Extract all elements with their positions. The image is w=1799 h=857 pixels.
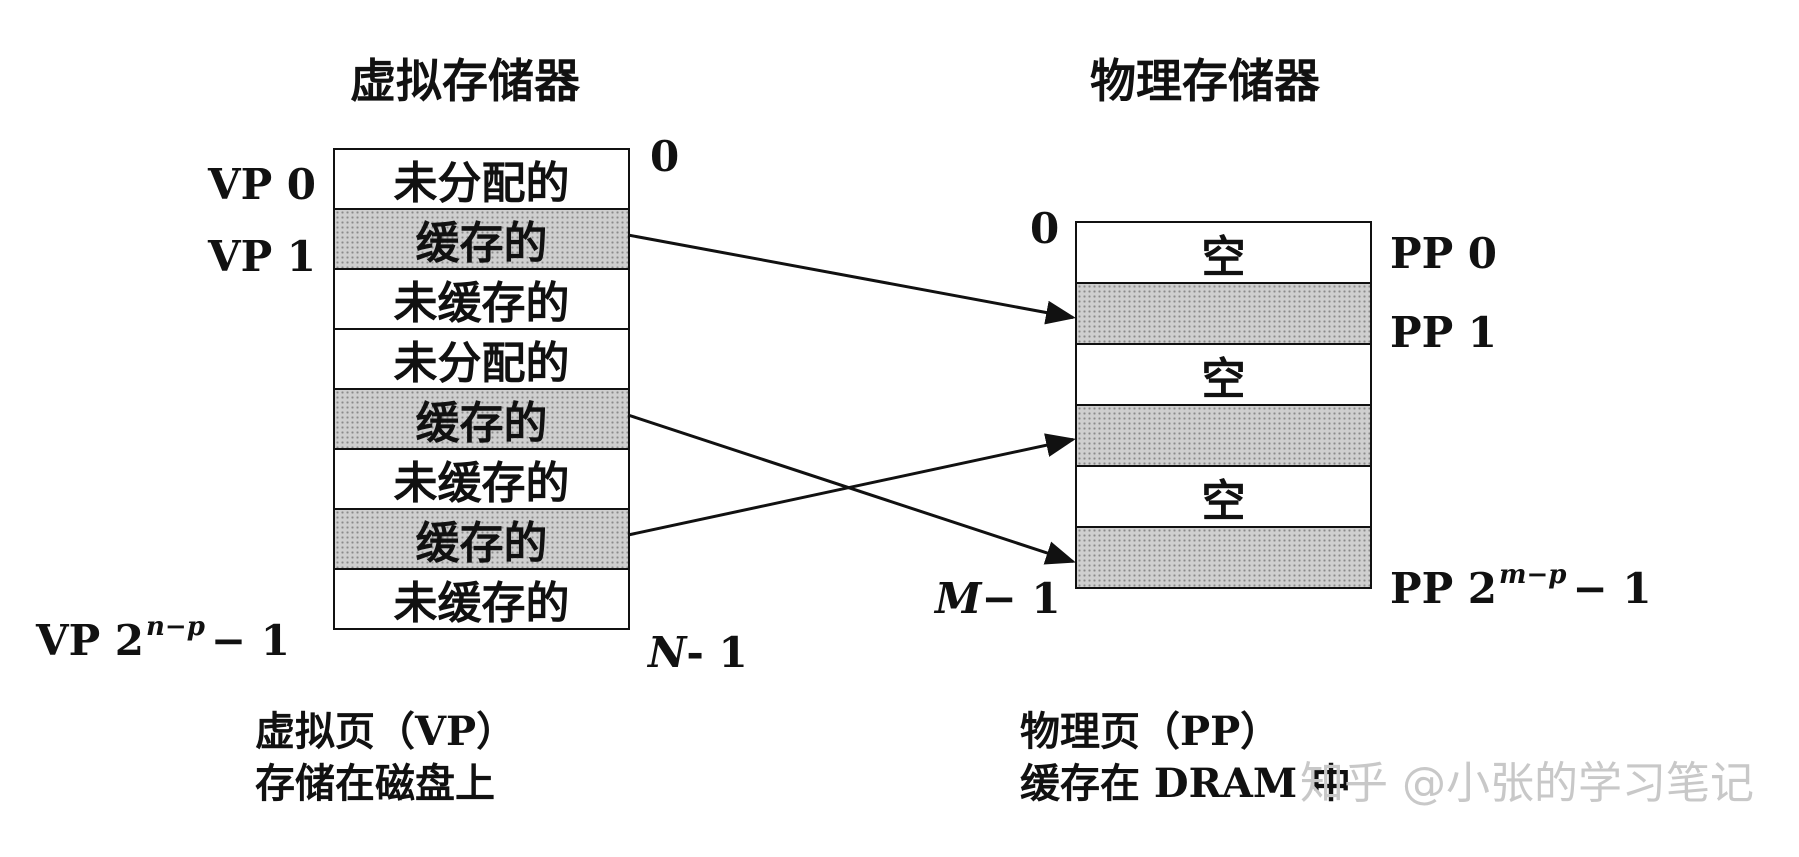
vp-last-base: VP 2	[36, 616, 145, 665]
physical-caption-line1: 物理页（PP）	[1020, 708, 1281, 755]
virtual-bottom-var: N	[648, 628, 687, 677]
physical-caption: 物理页（PP） 缓存在 DRAM 中	[1020, 706, 1351, 810]
vp-block-label: 未缓存的	[393, 578, 570, 629]
pp-block-1	[1075, 282, 1372, 345]
virtual-caption: 虚拟页（VP） 存储在磁盘上	[255, 706, 516, 810]
vp-block-7: 未缓存的	[333, 568, 630, 630]
vp-block-4: 缓存的	[333, 388, 630, 450]
vp-last-label: VP 2n−p− 1	[36, 614, 290, 662]
vp-block-label: 缓存的	[415, 398, 548, 449]
pp-block-3	[1075, 404, 1372, 467]
physical-memory-title: 物理存储器	[1090, 54, 1320, 108]
physical-bottom-rest: − 1	[981, 574, 1061, 623]
pp-block-5	[1075, 526, 1372, 589]
pp-block-0: 空	[1075, 221, 1372, 284]
pp-block-label: 空	[1201, 475, 1246, 527]
vp-block-label: 未缓存的	[393, 278, 570, 329]
virtual-bottom-rest: - 1	[686, 628, 748, 677]
vp-block-label: 缓存的	[415, 518, 548, 569]
vp-block-label: 未分配的	[393, 338, 570, 389]
pp-last-label: PP 2m−p− 1	[1390, 562, 1652, 610]
physical-caption-line2: 缓存在 DRAM 中	[1020, 760, 1352, 807]
vp-block-3: 未分配的	[333, 328, 630, 390]
vp0-label: VP 0	[208, 160, 317, 209]
physical-bottom-address: M− 1	[935, 578, 1061, 620]
vp-block-1: 缓存的	[333, 208, 630, 270]
physical-top-address: 0	[1030, 204, 1060, 253]
vp-last-tail: − 1	[210, 616, 290, 665]
virtual-bottom-address: N- 1	[648, 632, 748, 674]
virtual-caption-line1: 虚拟页（VP）	[255, 708, 517, 755]
mapping-arrow-0	[627, 233, 1076, 325]
pp-last-tail: − 1	[1572, 564, 1652, 613]
vp-block-5: 未缓存的	[333, 448, 630, 510]
watermark: 知乎 @小张的学习笔记	[1300, 758, 1754, 809]
virtual-top-address: 0	[650, 132, 680, 181]
vp-block-6: 缓存的	[333, 508, 630, 570]
mapping-arrow-1	[627, 413, 1076, 565]
pp1-label: PP 1	[1390, 308, 1498, 357]
vp1-label: VP 1	[208, 232, 317, 281]
pp-last-exp: m−p	[1499, 560, 1567, 590]
virtual-caption-line2: 存储在磁盘上	[255, 760, 495, 807]
vp-block-label: 缓存的	[415, 218, 548, 269]
mapping-arrow-2	[627, 433, 1076, 537]
pp-block-label: 空	[1201, 231, 1246, 283]
pp-last-base: PP 2	[1390, 564, 1498, 613]
virtual-memory-title: 虚拟存储器	[350, 54, 580, 108]
pp0-label: PP 0	[1390, 229, 1498, 278]
vp-last-exp: n−p	[146, 612, 205, 642]
physical-bottom-var: M	[935, 574, 982, 623]
vp-block-0: 未分配的	[333, 148, 630, 210]
vp-block-2: 未缓存的	[333, 268, 630, 330]
vp-block-label: 未缓存的	[393, 458, 570, 509]
pp-block-4: 空	[1075, 465, 1372, 528]
vp-block-label: 未分配的	[393, 158, 570, 209]
pp-block-label: 空	[1201, 353, 1246, 405]
pp-block-2: 空	[1075, 343, 1372, 406]
